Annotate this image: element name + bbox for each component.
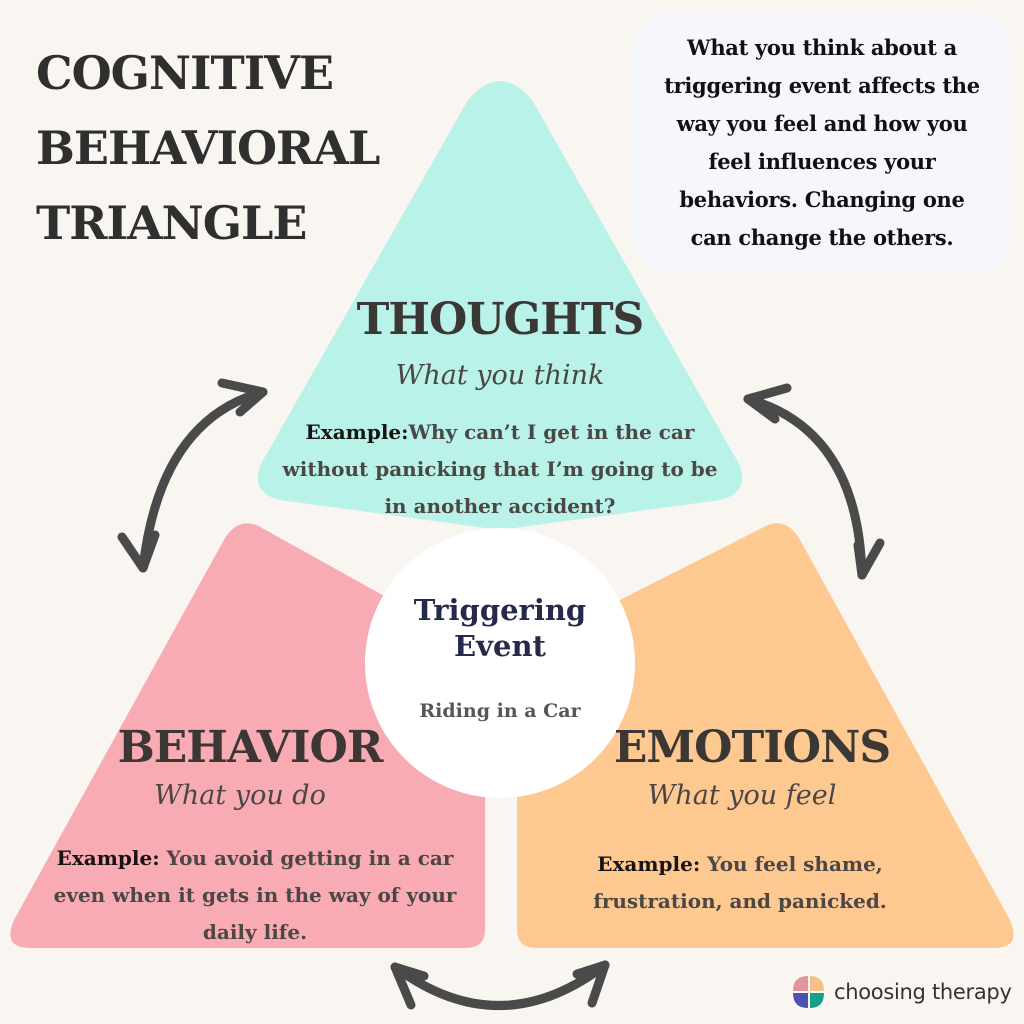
example-label: Example: <box>305 420 409 444</box>
example-text: You feel shame, frustration, and panicke… <box>593 852 887 913</box>
title-line: TRIANGLE <box>36 196 307 250</box>
logo-text: choosing therapy <box>834 980 1012 1004</box>
thoughts-behavior-arrow <box>117 378 268 573</box>
thoughts-section <box>257 81 743 530</box>
example-text: Why can’t I get in the car without panic… <box>282 420 718 518</box>
emotions-subtitle: What you feel <box>647 780 837 811</box>
page-title: COGNITIVE BEHAVIORAL TRIANGLE <box>36 36 436 261</box>
title-line: COGNITIVE <box>36 46 334 100</box>
emotions-heading: EMOTIONS <box>613 722 891 773</box>
thoughts-heading: THOUGHTS <box>356 294 645 345</box>
emotions-section <box>517 523 1014 948</box>
triggering-event-subtitle: Riding in a Car <box>419 700 581 722</box>
example-label: Example: <box>597 852 701 876</box>
thoughts-subtitle: What you think <box>395 360 605 391</box>
callout-text: What you think about a triggering event … <box>664 35 980 250</box>
behavior-subtitle: What you do <box>154 780 326 811</box>
behavior-emotions-arrow <box>390 960 610 1010</box>
thoughts-emotions-arrow <box>743 383 885 580</box>
example-text: You avoid getting in a car even when it … <box>53 846 457 944</box>
behavior-heading: BEHAVIOR <box>117 722 384 773</box>
title-line: BEHAVIORAL <box>36 121 380 175</box>
choosing-therapy-logo[interactable]: choosing therapy <box>792 974 1012 1010</box>
choosing-therapy-logo-icon <box>793 976 824 1008</box>
summary-callout: What you think about a triggering event … <box>633 12 1011 274</box>
triggering-event-title: Triggering Event <box>413 593 587 663</box>
thoughts-example: Example:Why can’t I get in the car witho… <box>270 414 730 525</box>
emotions-example: Example: You feel shame, frustration, an… <box>575 846 905 920</box>
example-label: Example: <box>56 846 160 870</box>
behavior-section <box>10 523 486 948</box>
behavior-example: Example: You avoid getting in a car even… <box>30 840 480 951</box>
triggering-event-circle <box>365 528 635 798</box>
